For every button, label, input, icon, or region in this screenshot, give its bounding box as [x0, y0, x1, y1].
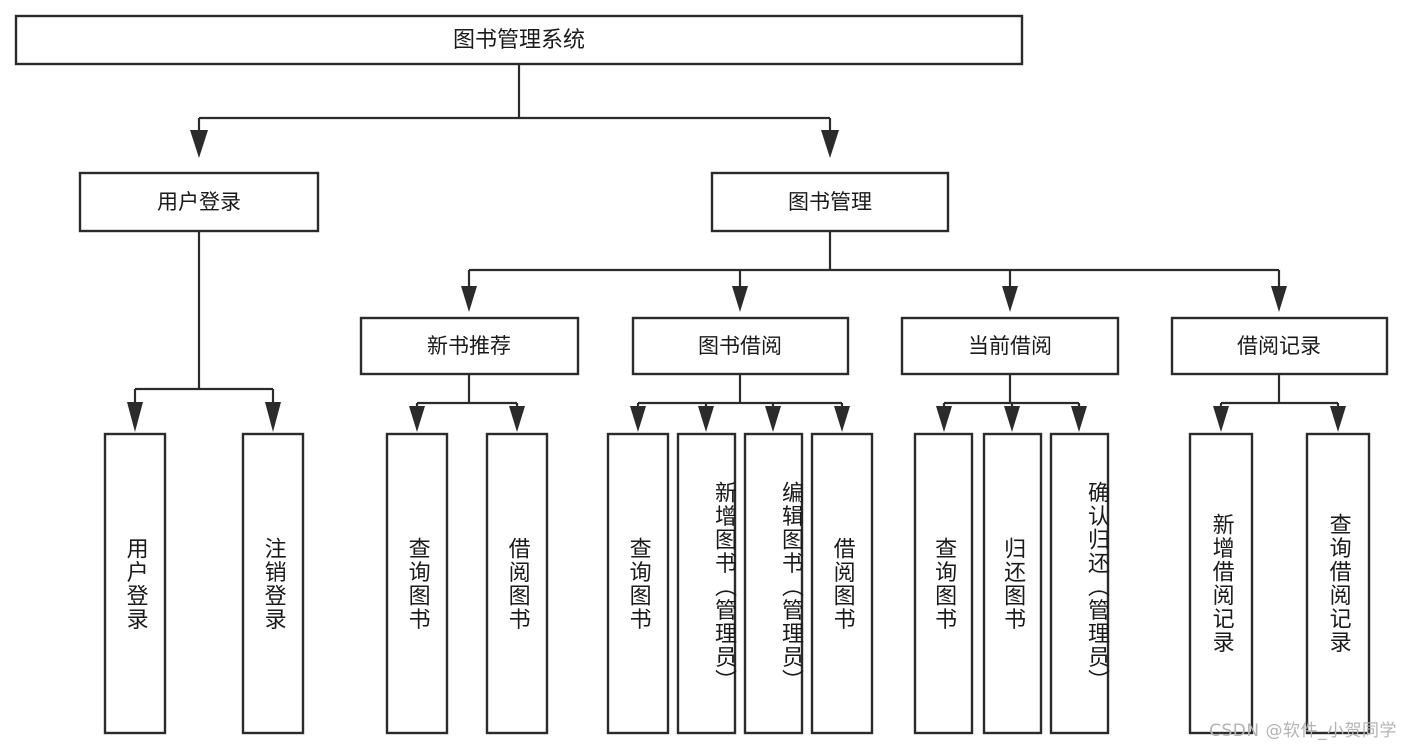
leaf-box-add-book[interactable]: [676, 432, 737, 735]
arrow-head-leaf-query-book-2: [630, 406, 646, 432]
leaf-box-edit-book[interactable]: [743, 432, 804, 735]
leaf-box-confirm-return[interactable]: [1049, 432, 1110, 735]
leaf-box-query-book-1[interactable]: [385, 432, 449, 735]
node-borrow-record-box[interactable]: [1170, 316, 1389, 376]
connector-group-borrow-record: [1213, 374, 1346, 432]
node-borrow-record[interactable]: 借阅记录: [1170, 316, 1389, 376]
arrow-head-leaf-confirm-return: [1071, 406, 1087, 432]
node-book-manage-label: 图书管理: [788, 190, 872, 214]
leaf-box-borrow-book-2[interactable]: [810, 432, 874, 735]
node-book-manage[interactable]: 图书管理: [710, 171, 950, 233]
arrow-head-current-borrow: [1002, 286, 1018, 312]
node-current-borrow[interactable]: 当前借阅: [900, 316, 1120, 376]
leaf-box-add-record[interactable]: [1188, 432, 1254, 735]
node-book-manage-box[interactable]: [710, 171, 950, 233]
arrow-head-user-login: [190, 130, 208, 158]
leaf-box-query-record[interactable]: [1305, 432, 1371, 735]
arrow-head-leaf-borrow-book-2: [834, 406, 850, 432]
arrow-head-leaf-add-record: [1213, 406, 1229, 432]
node-current-borrow-box[interactable]: [900, 316, 1120, 376]
arrow-head-leaf-query-book-1: [409, 406, 425, 432]
node-book-borrow-label: 图书借阅: [698, 334, 782, 358]
arrow-head-leaf-query-record: [1330, 406, 1346, 432]
arrow-head-leaf-add-book: [698, 406, 714, 432]
connector-group-root: [190, 64, 839, 158]
connector-group-book-borrow: [630, 374, 850, 432]
connector-group-current-borrow: [936, 374, 1087, 432]
arrow-head-leaf-edit-book: [765, 406, 781, 432]
leaf-box-logout[interactable]: [241, 432, 305, 735]
leaf-box-query-book-3[interactable]: [913, 432, 974, 735]
arrow-head-leaf-logout: [265, 402, 281, 432]
arrow-head-borrow-record: [1271, 286, 1287, 312]
arrow-head-book-manage: [821, 130, 839, 158]
node-root-label: 图书管理系统: [453, 28, 585, 53]
leaf-box-borrow-book-1[interactable]: [485, 432, 549, 735]
node-borrow-record-label: 借阅记录: [1237, 334, 1321, 358]
node-user-login-box[interactable]: [78, 171, 320, 233]
arrow-head-leaf-return-book: [1004, 406, 1020, 432]
node-root[interactable]: 图书管理系统: [14, 14, 1024, 66]
arrow-head-new-book-recommend: [461, 286, 477, 312]
connector-group-new-book-recommend: [409, 374, 525, 432]
node-user-login[interactable]: 用户登录: [78, 171, 320, 233]
node-root-box[interactable]: [14, 14, 1024, 66]
arrow-head-leaf-borrow-book-1: [509, 406, 525, 432]
arrow-head-leaf-user-login: [127, 402, 143, 432]
watermark-text: CSDN @软件_小贺同学: [1209, 721, 1397, 741]
leaf-boxes: [103, 432, 1371, 735]
node-new-book-recommend-box[interactable]: [359, 316, 580, 376]
leaf-box-user-login[interactable]: [103, 432, 167, 735]
node-current-borrow-label: 当前借阅: [968, 334, 1052, 358]
arrow-head-leaf-query-book-3: [936, 406, 952, 432]
arrow-head-book-borrow: [732, 286, 748, 312]
node-new-book-recommend[interactable]: 新书推荐: [359, 316, 580, 376]
node-user-login-label: 用户登录: [157, 190, 241, 214]
node-new-book-recommend-label: 新书推荐: [427, 334, 511, 358]
leaf-box-query-book-2[interactable]: [606, 432, 670, 735]
node-book-borrow[interactable]: 图书借阅: [631, 316, 850, 376]
connector-group-book-manage: [461, 231, 1287, 312]
node-book-borrow-box[interactable]: [631, 316, 850, 376]
connector-group-user-login: [127, 231, 281, 432]
leaf-box-return-book[interactable]: [982, 432, 1043, 735]
